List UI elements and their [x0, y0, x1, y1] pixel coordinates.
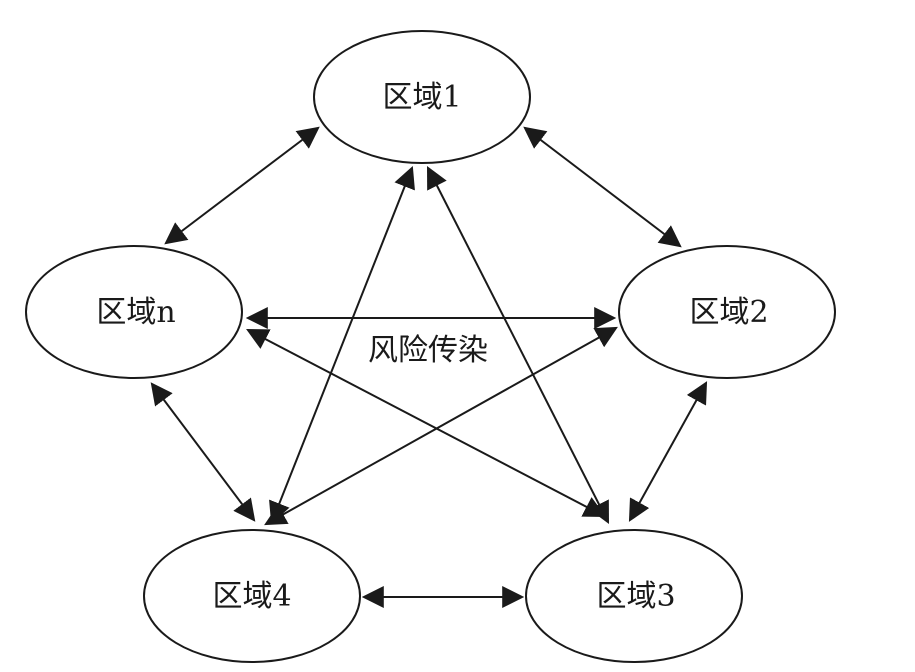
edge-rn-r4: [150, 382, 256, 522]
node-region-3: 区域3: [525, 529, 743, 663]
edge-r2-r3: [628, 381, 708, 522]
node-region-n-shape: [25, 245, 243, 379]
edge-r2-r4: [264, 326, 618, 526]
node-region-n-label: 区域n: [96, 295, 175, 330]
node-region-4: 区域4: [143, 529, 361, 663]
node-region-2-shape: [618, 245, 836, 379]
node-region-4-shape: [143, 529, 361, 663]
node-region-2-label: 区域2: [689, 295, 768, 330]
edge-r1-rn: [164, 126, 320, 245]
node-region-1-shape: [313, 30, 531, 164]
node-region-3-shape: [525, 529, 743, 663]
node-region-2: 区域2: [618, 245, 836, 379]
node-region-1: 区域1: [313, 30, 531, 164]
node-region-1-label: 区域1: [382, 80, 461, 115]
node-region-4-label: 区域4: [212, 579, 291, 614]
center-label: 风险传染: [368, 333, 488, 368]
edge-r1-r2: [523, 126, 682, 248]
edges-layer: [150, 126, 708, 608]
node-region-3-label: 区域3: [596, 579, 675, 614]
node-region-n: 区域n: [25, 245, 243, 379]
